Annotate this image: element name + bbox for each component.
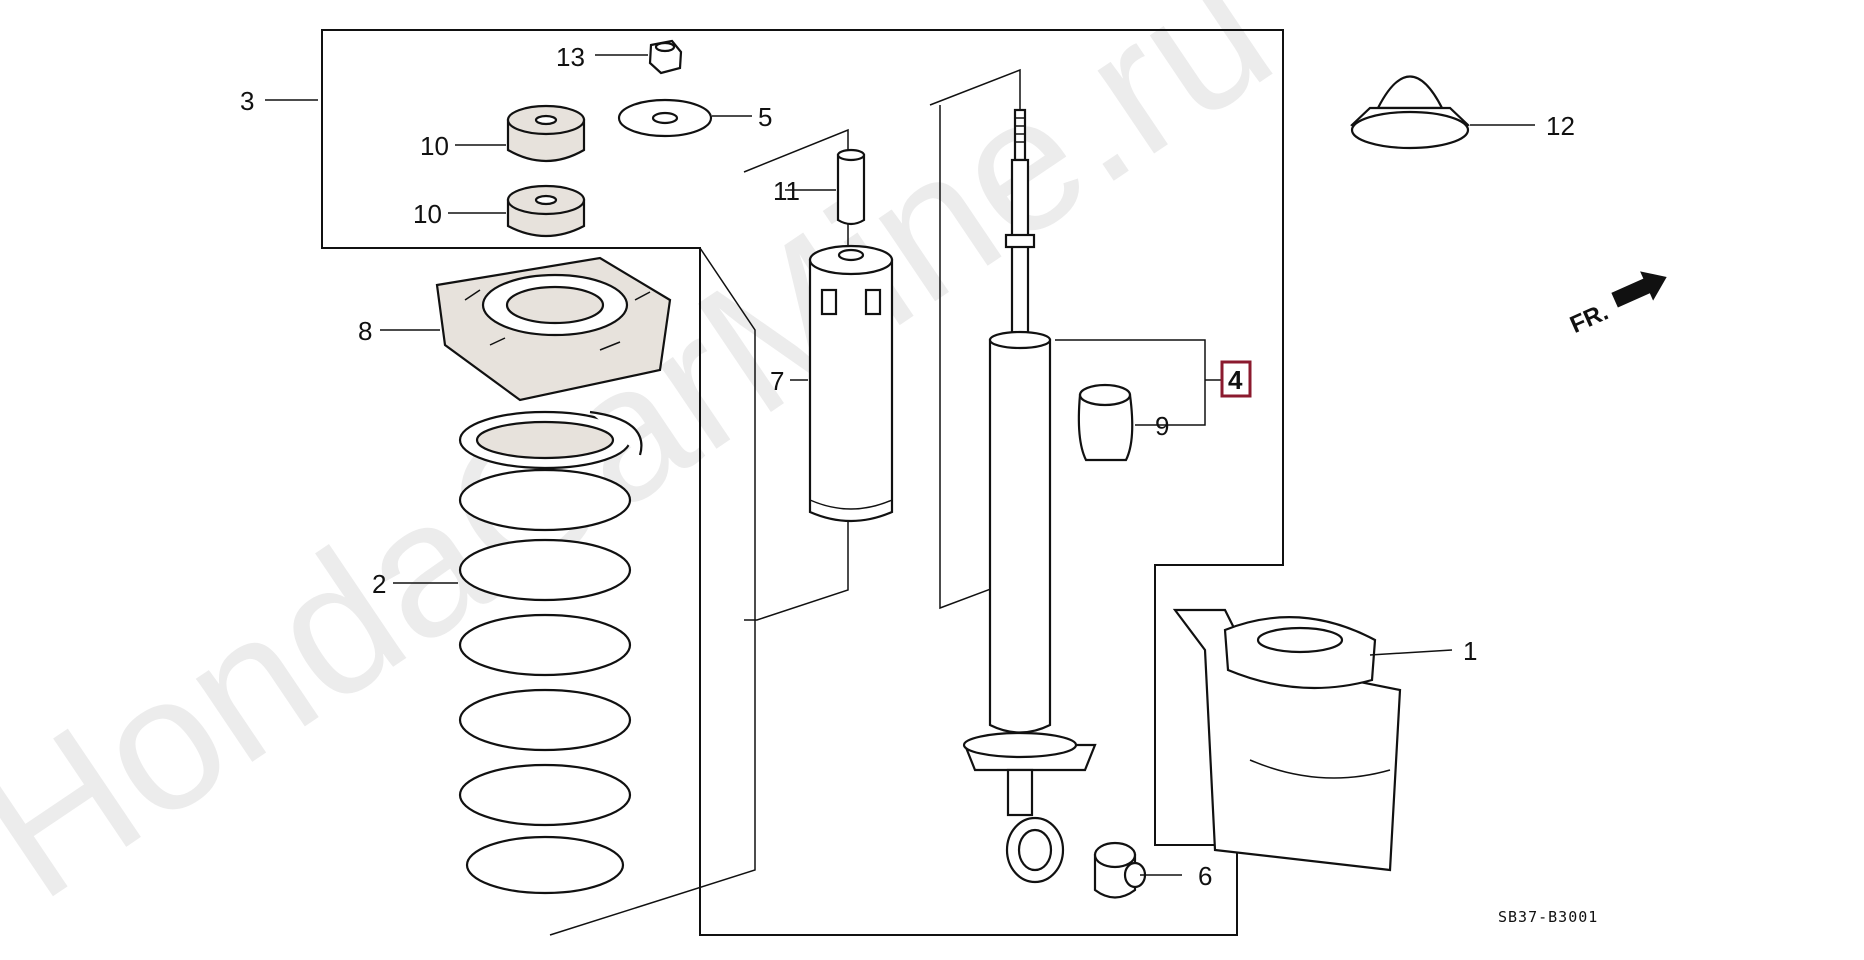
callout-4[interactable]: 4: [1228, 365, 1243, 395]
spring-cover-1[interactable]: [1172, 608, 1402, 872]
watermark-text: HondaCarMine.ru: [0, 0, 1306, 939]
callout-5[interactable]: 5: [758, 102, 772, 132]
fr-label: FR.: [1566, 298, 1612, 338]
bump-stop-9[interactable]: [1077, 383, 1134, 462]
cap-12[interactable]: [1350, 75, 1470, 150]
callout-7[interactable]: 7: [770, 366, 784, 396]
washer-5[interactable]: [617, 98, 713, 138]
front-arrow-icon: [1611, 271, 1667, 308]
callout-13[interactable]: 13: [556, 42, 585, 72]
callouts: 3 13 5 10 10 8 2 11 7 9 6 12 1: [240, 42, 1575, 891]
bushing-6[interactable]: [1093, 841, 1147, 899]
callout-10-upper[interactable]: 10: [420, 131, 449, 161]
leader-lines: [265, 54, 1535, 876]
highlight-box: [1220, 360, 1252, 398]
highlighted-callout-4[interactable]: 4: [1220, 360, 1252, 398]
spring-seat-8[interactable]: [435, 256, 672, 402]
callout-6[interactable]: 6: [1198, 861, 1212, 891]
diagram-code: SB37-B3001: [1498, 908, 1598, 926]
front-direction-indicator: FR.: [1566, 271, 1667, 339]
callout-11[interactable]: 11: [773, 176, 800, 206]
callout-12[interactable]: 12: [1546, 111, 1575, 141]
coil-spring-2[interactable]: [458, 410, 643, 895]
callout-3[interactable]: 3: [240, 86, 254, 116]
mount-rubber-10-upper[interactable]: [506, 104, 586, 163]
dust-boot-7[interactable]: [808, 244, 894, 523]
mount-rubber-10-lower[interactable]: [506, 184, 586, 238]
callout-1[interactable]: 1: [1463, 636, 1477, 666]
shock-absorber-4[interactable]: [962, 108, 1097, 884]
callout-8[interactable]: 8: [358, 316, 372, 346]
nut-13[interactable]: [648, 39, 683, 75]
callout-9[interactable]: 9: [1155, 411, 1169, 441]
callout-2[interactable]: 2: [372, 569, 386, 599]
bushing-11[interactable]: [836, 148, 866, 226]
callout-10-lower[interactable]: 10: [413, 199, 442, 229]
